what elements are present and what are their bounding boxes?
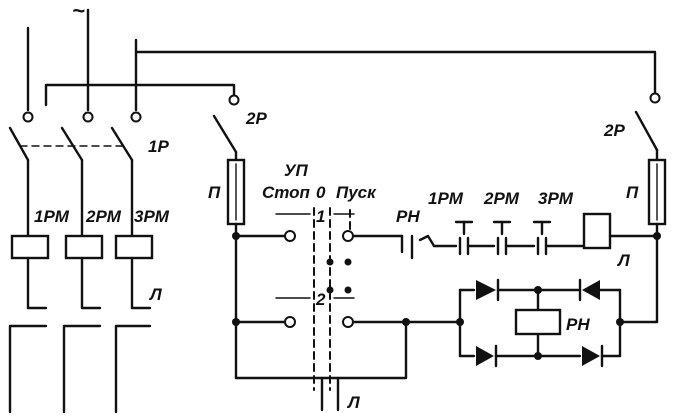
aux-3pm-label: 3РМ xyxy=(538,189,574,208)
position-1-label: 1 xyxy=(316,207,325,226)
aux-1pm-label: 1РМ xyxy=(428,189,464,208)
switch-2p-right-label: 2Р xyxy=(603,121,625,140)
main-switch-1p xyxy=(8,111,142,238)
control-switch-2p-right xyxy=(634,92,661,162)
power-input-lines xyxy=(26,8,657,112)
fuse-left xyxy=(226,158,246,380)
contactor-2pm-label: 2РМ xyxy=(85,207,122,226)
diode-bridge xyxy=(404,278,657,368)
ac-symbol-label: ~ xyxy=(72,0,85,23)
switch-1p-label: 1Р xyxy=(148,137,169,156)
contactor-1pm-label: 1РМ xyxy=(34,207,70,226)
fuse-right xyxy=(647,158,667,324)
aux-2pm-label: 2РМ xyxy=(483,189,520,208)
stop-label: Стоп xyxy=(262,183,311,202)
relay-contact-label: РН xyxy=(396,207,420,226)
lamp-right-label: Л xyxy=(616,251,630,270)
switch-2p-left-label: 2Р xyxy=(245,109,267,128)
controller-up xyxy=(232,207,410,412)
contactor-coils xyxy=(8,234,154,414)
control-switch-2p-left xyxy=(212,94,240,162)
start-label: Пуск xyxy=(336,183,377,202)
position-0-label: 0 xyxy=(316,183,326,202)
controller-label: УП xyxy=(284,161,309,180)
contactor-3pm-label: 3РМ xyxy=(134,207,170,226)
position-2-label: 2 xyxy=(315,290,326,309)
aux-contacts xyxy=(410,212,657,260)
fuse-right-label: П xyxy=(626,183,639,202)
lamp-left-label: Л xyxy=(148,285,162,304)
fuse-left-label: П xyxy=(208,183,221,202)
relay-coil-label: РН xyxy=(566,315,590,334)
lamp-bottom-label: Л xyxy=(346,393,360,412)
